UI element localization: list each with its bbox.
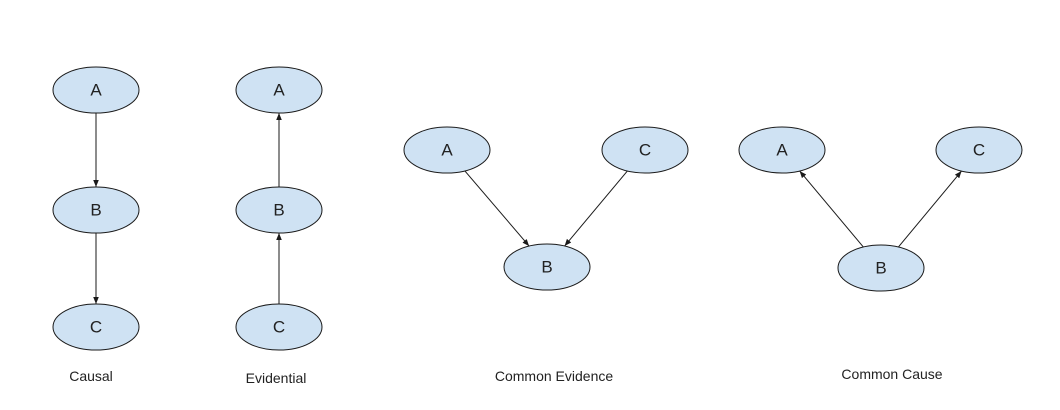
node-b: B	[503, 243, 591, 291]
node-c: C	[52, 303, 140, 351]
node-c: C	[601, 126, 689, 174]
node-a: A	[235, 66, 323, 114]
diagram-evidential: A B C Evidential	[235, 66, 323, 386]
node-ellipse	[52, 303, 140, 351]
node-b: B	[235, 186, 323, 234]
diagram-caption: Evidential	[246, 370, 307, 386]
node-label: A	[441, 141, 453, 160]
edge-b-to-c	[898, 170, 962, 248]
node-ellipse	[403, 126, 491, 174]
node-label: B	[90, 201, 101, 220]
node-label: A	[273, 81, 285, 100]
node-label: C	[973, 141, 985, 160]
node-label: B	[273, 201, 284, 220]
node-c: C	[935, 126, 1023, 174]
node-ellipse	[503, 243, 591, 291]
node-label: C	[90, 318, 102, 337]
node-label: A	[90, 81, 102, 100]
diagram-common-evidence: A C B Common Evidence	[403, 126, 689, 384]
diagram-common-cause: A C B Common Cause	[738, 126, 1023, 382]
node-a: A	[403, 126, 491, 174]
node-a: A	[52, 66, 140, 114]
node-b: B	[52, 186, 140, 234]
node-ellipse	[52, 66, 140, 114]
node-label: B	[875, 259, 886, 278]
node-ellipse	[52, 186, 140, 234]
node-a: A	[738, 126, 826, 174]
node-ellipse	[601, 126, 689, 174]
node-label: C	[273, 318, 285, 337]
node-ellipse	[738, 126, 826, 174]
node-ellipse	[235, 66, 323, 114]
diagram-caption: Common Cause	[841, 366, 942, 382]
edge-c-to-b	[564, 170, 628, 247]
diagram-causal: A B C Causal	[52, 66, 140, 384]
node-ellipse	[235, 186, 323, 234]
node-ellipse	[935, 126, 1023, 174]
diagram-caption: Common Evidence	[495, 368, 613, 384]
edge-a-to-b	[464, 170, 530, 247]
node-c: C	[235, 303, 323, 351]
node-label: B	[541, 258, 552, 277]
node-label: A	[776, 141, 788, 160]
edge-b-to-a	[799, 170, 864, 248]
node-ellipse	[235, 303, 323, 351]
node-label: C	[639, 141, 651, 160]
node-b: B	[837, 244, 925, 292]
diagram-caption: Causal	[69, 368, 113, 384]
node-ellipse	[837, 244, 925, 292]
